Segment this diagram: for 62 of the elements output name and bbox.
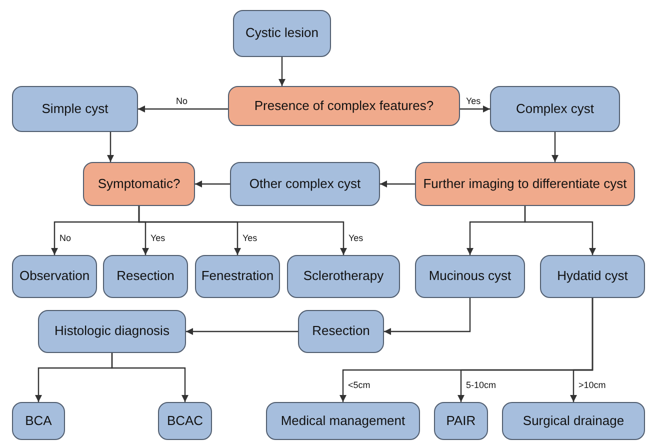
process-box [195, 255, 280, 298]
decision-box [415, 162, 635, 206]
node-label: Symptomatic? [98, 176, 180, 192]
process-box [38, 310, 186, 353]
process-box [415, 255, 525, 298]
arrow [570, 298, 594, 402]
arrow [138, 206, 347, 255]
process-box [233, 10, 331, 57]
arrow [111, 353, 188, 402]
node-label: PAIR [446, 414, 476, 428]
process-box [287, 255, 400, 298]
edge-label: No [58, 234, 72, 242]
decision-box [83, 162, 195, 206]
arrow [552, 132, 558, 162]
process-box [434, 402, 488, 440]
process-box [298, 310, 384, 353]
arrow [384, 298, 471, 335]
process-box [103, 255, 188, 298]
node-label: Observation [19, 269, 90, 284]
edge-label: Yes [242, 234, 258, 242]
decision-box [228, 86, 460, 126]
edge-label: >10cm [578, 381, 607, 390]
node-label: Resection [312, 324, 370, 339]
node-label: Surgical drainage [522, 414, 624, 428]
arrow [380, 180, 415, 188]
arrow [278, 57, 286, 86]
arrow [195, 180, 230, 188]
node-label: Further imaging to differentiate cyst [423, 176, 627, 192]
process-box [540, 255, 645, 298]
arrow [107, 132, 114, 162]
node-label: Mucinous cyst [428, 269, 512, 284]
node-label: Histologic diagnosis [54, 324, 170, 339]
node-label: Other complex cyst [249, 176, 361, 192]
node-label: Medical management [280, 414, 406, 428]
process-box [230, 162, 380, 206]
edge-label: 5-10cm [465, 381, 498, 390]
node-label: Cystic lesion [246, 26, 318, 41]
node-label: Simple cyst [42, 102, 108, 116]
node-label: BCA [25, 414, 52, 428]
process-box [490, 86, 620, 132]
process-box [266, 402, 420, 440]
node-label: Presence of complex features? [254, 98, 434, 114]
arrow [186, 328, 298, 335]
node-label: Complex cyst [516, 102, 594, 116]
process-box [158, 402, 212, 440]
edge-label: Yes [150, 234, 166, 242]
node-label: Fenestration [201, 269, 274, 284]
edge-label: No [175, 97, 189, 106]
arrow [138, 106, 228, 112]
edge-label: Yes [465, 97, 482, 106]
process-box [502, 402, 645, 440]
node-label: Sclerotherapy [303, 269, 384, 284]
process-box [12, 255, 97, 298]
arrow [460, 106, 490, 112]
edge-label: Yes [348, 234, 364, 242]
process-box [12, 402, 65, 440]
process-box [12, 86, 138, 132]
node-label: Hydatid cyst [557, 269, 628, 284]
edge-label: <5cm [347, 381, 372, 390]
node-label: Resection [116, 269, 174, 284]
node-label: BCAC [166, 414, 204, 428]
arrow [524, 206, 596, 255]
